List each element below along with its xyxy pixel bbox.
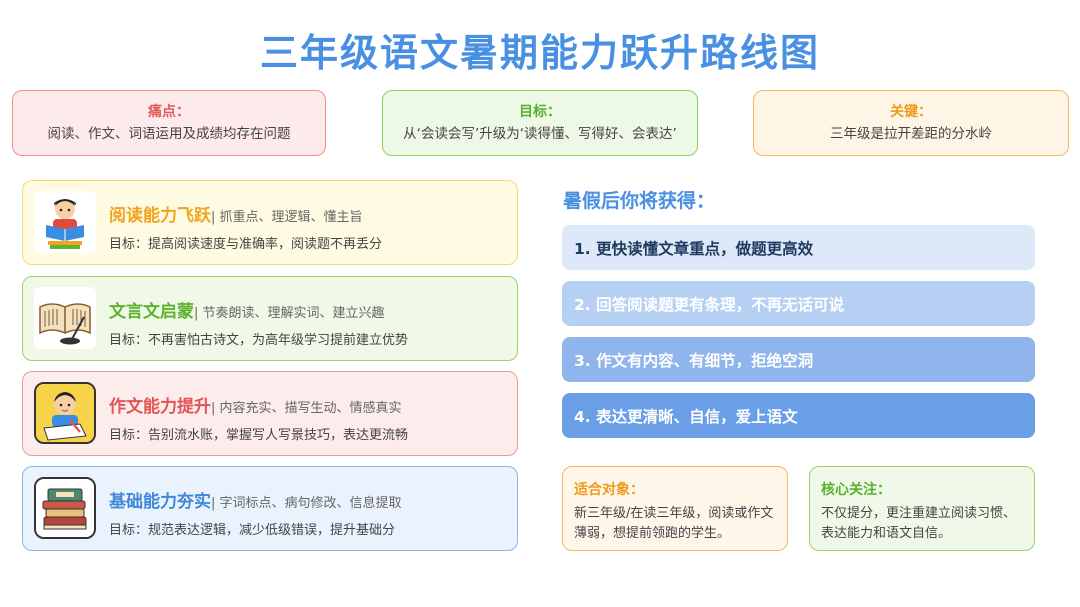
focus-heading: 核心关注： [821, 482, 891, 498]
book-stack-icon [34, 477, 96, 539]
card-title: 基础能力夯实 [109, 492, 211, 512]
card-title: 文言文启蒙 [109, 302, 194, 322]
page-title: 三年级语文暑期能力跃升路线图 [259, 31, 820, 75]
gain-item: 2. 回答阅读题更有条理，不再无话可说 [562, 281, 1035, 326]
reading-student-icon [34, 191, 96, 253]
gain-item: 4. 表达更清晰、自信，爱上语文 [562, 393, 1035, 438]
key-box: 关键： 三年级是拉开差距的分水岭 [753, 90, 1069, 156]
card-reading: 阅读能力飞跃| 抓重点、理逻辑、懂主旨 目标：提高阅读速度与准确率，阅读题不再丢… [22, 180, 518, 265]
card-composition: 作文能力提升| 内容充实、描写生动、情感真实 目标：告别流水账，掌握写人写景技巧… [22, 371, 518, 456]
card-title: 作文能力提升 [109, 397, 211, 417]
goal-box: 目标： 从‘会读会写’升级为‘读得懂、写得好、会表达’ [382, 90, 698, 156]
key-text: 三年级是拉开差距的分水岭 [830, 126, 992, 143]
writing-student-icon [34, 382, 96, 444]
gain-item: 3. 作文有内容、有细节，拒绝空洞 [562, 337, 1035, 382]
goal-text: 从‘会读会写’升级为‘读得懂、写得好、会表达’ [403, 126, 677, 143]
goal-heading: 目标： [519, 104, 561, 121]
scroll-book-icon [34, 287, 96, 349]
card-fundamentals: 基础能力夯实| 字词标点、病句修改、信息提取 目标：规范表达逻辑，减少低级错误，… [22, 466, 518, 551]
audience-box: 适合对象： 新三年级/在读三年级，阅读或作文薄弱，想提前领跑的学生。 [562, 466, 788, 551]
card-classical-chinese: 文言文启蒙| 节奏朗读、理解实词、建立兴趣 目标：不再害怕古诗文，为高年级学习提… [22, 276, 518, 361]
focus-text: 不仅提分，更注重建立阅读习惯、表达能力和语文自信。 [821, 506, 1017, 542]
audience-text: 新三年级/在读三年级，阅读或作文薄弱，想提前领跑的学生。 [574, 506, 774, 542]
card-subtitle: | 内容充实、描写生动、情感真实 [211, 401, 402, 416]
card-goal: 目标：提高阅读速度与准确率，阅读题不再丢分 [109, 237, 383, 252]
card-subtitle: | 抓重点、理逻辑、懂主旨 [211, 210, 363, 225]
card-subtitle: | 节奏朗读、理解实词、建立兴趣 [194, 306, 385, 321]
focus-box: 核心关注： 不仅提分，更注重建立阅读习惯、表达能力和语文自信。 [809, 466, 1035, 551]
card-title: 阅读能力飞跃 [109, 206, 211, 226]
card-goal: 目标：告别流水账，掌握写人写景技巧，表达更流畅 [109, 428, 409, 443]
gains-title: 暑假后你将获得： [563, 190, 716, 212]
pain-point-heading: 痛点： [148, 104, 190, 121]
pain-point-box: 痛点： 阅读、作文、词语运用及成绩均存在问题 [12, 90, 326, 156]
card-subtitle: | 字词标点、病句修改、信息提取 [211, 496, 402, 511]
pain-point-text: 阅读、作文、词语运用及成绩均存在问题 [47, 126, 291, 143]
card-goal: 目标：规范表达逻辑，减少低级错误，提升基础分 [109, 523, 396, 538]
audience-heading: 适合对象： [574, 482, 644, 498]
key-heading: 关键： [890, 104, 932, 121]
gain-item: 1. 更快读懂文章重点，做题更高效 [562, 225, 1035, 270]
card-goal: 目标：不再害怕古诗文，为高年级学习提前建立优势 [109, 333, 409, 348]
